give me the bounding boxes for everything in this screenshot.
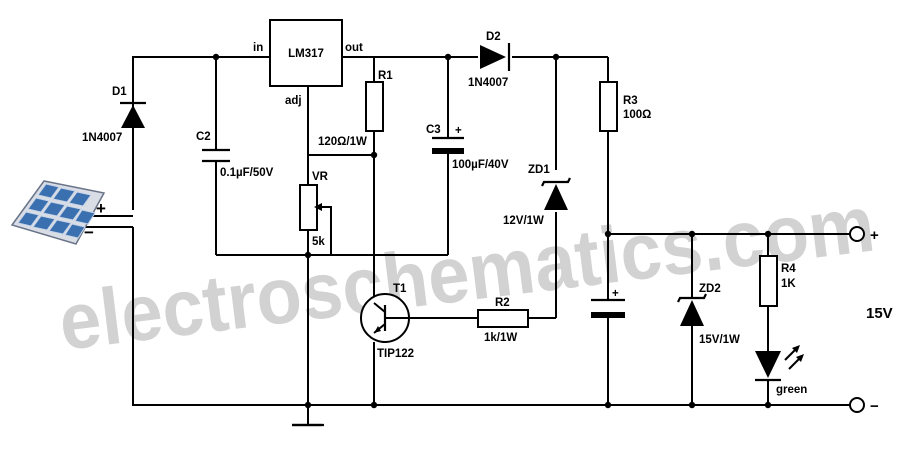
t1-ref: T1 bbox=[393, 283, 407, 295]
diode-d1: D1 1N4007 bbox=[82, 86, 146, 144]
d2-part: 1N4007 bbox=[468, 77, 508, 89]
output-plus-terminal bbox=[849, 226, 865, 242]
r3-ref: R3 bbox=[623, 95, 638, 107]
r4-ref: R4 bbox=[781, 263, 796, 275]
transistor-t1: T1 TIP122 bbox=[360, 283, 414, 360]
output-voltage-label: 15V bbox=[866, 305, 893, 322]
potentiometer-vr: VR 5k bbox=[299, 171, 329, 248]
capacitor-output: + bbox=[591, 288, 625, 318]
resistor-r1: R1 120Ω/1W bbox=[318, 70, 393, 148]
c3-plus: + bbox=[455, 125, 462, 137]
zd2-ref: ZD2 bbox=[699, 283, 721, 295]
d1-part: 1N4007 bbox=[82, 132, 122, 144]
d2-ref: D2 bbox=[486, 31, 501, 43]
solar-plus: + bbox=[96, 199, 106, 218]
c4-plus: + bbox=[612, 288, 619, 300]
capacitor-c3: C3 + 100µF/40V bbox=[426, 124, 509, 171]
lm317-in-pin: in bbox=[253, 42, 263, 54]
zd1-ref: ZD1 bbox=[528, 164, 550, 176]
watermark: electroschematics.com bbox=[54, 179, 879, 367]
zener-zd1: ZD1 12V/1W bbox=[503, 164, 571, 227]
lm317-label: LM317 bbox=[288, 48, 324, 60]
r1-value: 120Ω/1W bbox=[318, 136, 367, 148]
lm317-out-pin: out bbox=[345, 42, 363, 54]
solar-minus: − bbox=[84, 223, 94, 242]
junction-dots bbox=[212, 53, 772, 409]
led-green: green bbox=[755, 345, 807, 396]
r4-value: 1K bbox=[781, 278, 796, 290]
r2-value: 1k/1W bbox=[484, 332, 517, 344]
output-plus-label: + bbox=[870, 227, 879, 244]
resistor-r3: R3 100Ω bbox=[599, 81, 651, 132]
resistor-r2: R2 1k/1W bbox=[477, 297, 529, 344]
r2-ref: R2 bbox=[495, 297, 510, 309]
r3-value: 100Ω bbox=[623, 109, 651, 121]
resistor-r4: R4 1K bbox=[759, 255, 796, 307]
output-minus-label: − bbox=[870, 398, 879, 415]
r1-ref: R1 bbox=[378, 70, 393, 82]
c2-value: 0.1µF/50V bbox=[220, 167, 274, 179]
diode-d2: D2 1N4007 bbox=[468, 31, 511, 89]
vr-value: 5k bbox=[312, 236, 325, 248]
wiring bbox=[82, 56, 851, 427]
lm317-regulator: LM317 in out adj bbox=[253, 19, 363, 107]
c2-ref: C2 bbox=[196, 131, 211, 143]
solar-panel-icon: + − bbox=[10, 180, 106, 245]
c3-value: 100µF/40V bbox=[452, 159, 509, 171]
vr-ref: VR bbox=[312, 171, 329, 183]
d1-ref: D1 bbox=[112, 86, 127, 98]
lm317-adj-pin: adj bbox=[285, 95, 302, 107]
t1-part: TIP122 bbox=[377, 348, 414, 360]
led-label: green bbox=[776, 384, 807, 396]
c3-ref: C3 bbox=[426, 124, 441, 136]
output-minus-terminal bbox=[849, 397, 865, 413]
zd1-value: 12V/1W bbox=[503, 215, 544, 227]
output-terminals: + − 15V bbox=[849, 226, 893, 415]
zd2-value: 15V/1W bbox=[699, 334, 740, 346]
capacitor-c2: C2 0.1µF/50V bbox=[196, 131, 274, 179]
zener-zd2: ZD2 15V/1W bbox=[677, 283, 740, 346]
